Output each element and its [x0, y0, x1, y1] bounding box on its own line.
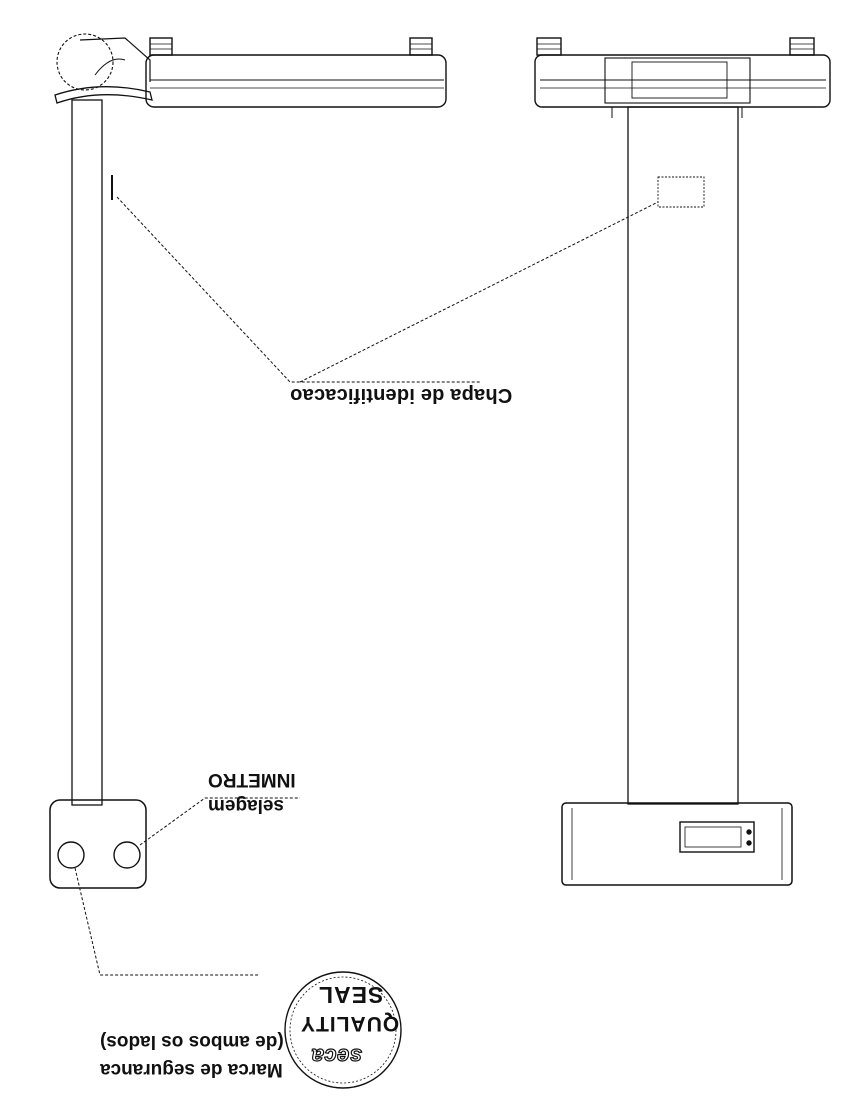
label-both-sides: (de ambos os lados): [100, 1031, 284, 1052]
seal-brand-logo: seca: [310, 1043, 362, 1069]
front-knob-right: [789, 37, 815, 56]
label-inmetro: INMETRO: [208, 769, 296, 790]
seal-word: SEAL: [318, 982, 384, 1008]
side-tray: [145, 54, 447, 108]
digital-display: [679, 821, 755, 853]
leader-lines: [74, 196, 659, 976]
head-pivot: [56, 33, 114, 91]
quality-seal: [284, 971, 402, 1089]
seal-quality: QUALITY: [300, 1012, 400, 1035]
side-knob-left: [149, 37, 173, 56]
front-base: [561, 802, 793, 886]
side-column: [71, 99, 103, 806]
identification-plate: [657, 176, 705, 208]
head-bracket: [54, 86, 153, 104]
front-tray: [534, 54, 831, 108]
front-knob-left: [536, 37, 562, 56]
label-identification-plate: Chapa de identificacao: [290, 384, 513, 406]
side-view: [49, 33, 447, 889]
sealing-circle: [113, 841, 141, 869]
side-base: [49, 799, 147, 889]
side-knob-right: [409, 37, 433, 56]
security-mark-circle: [57, 841, 85, 869]
front-column: [627, 106, 739, 805]
front-view: [534, 37, 831, 886]
label-sealing: selagem: [208, 795, 285, 816]
label-security-mark: Marca de seguranca: [100, 1059, 283, 1080]
